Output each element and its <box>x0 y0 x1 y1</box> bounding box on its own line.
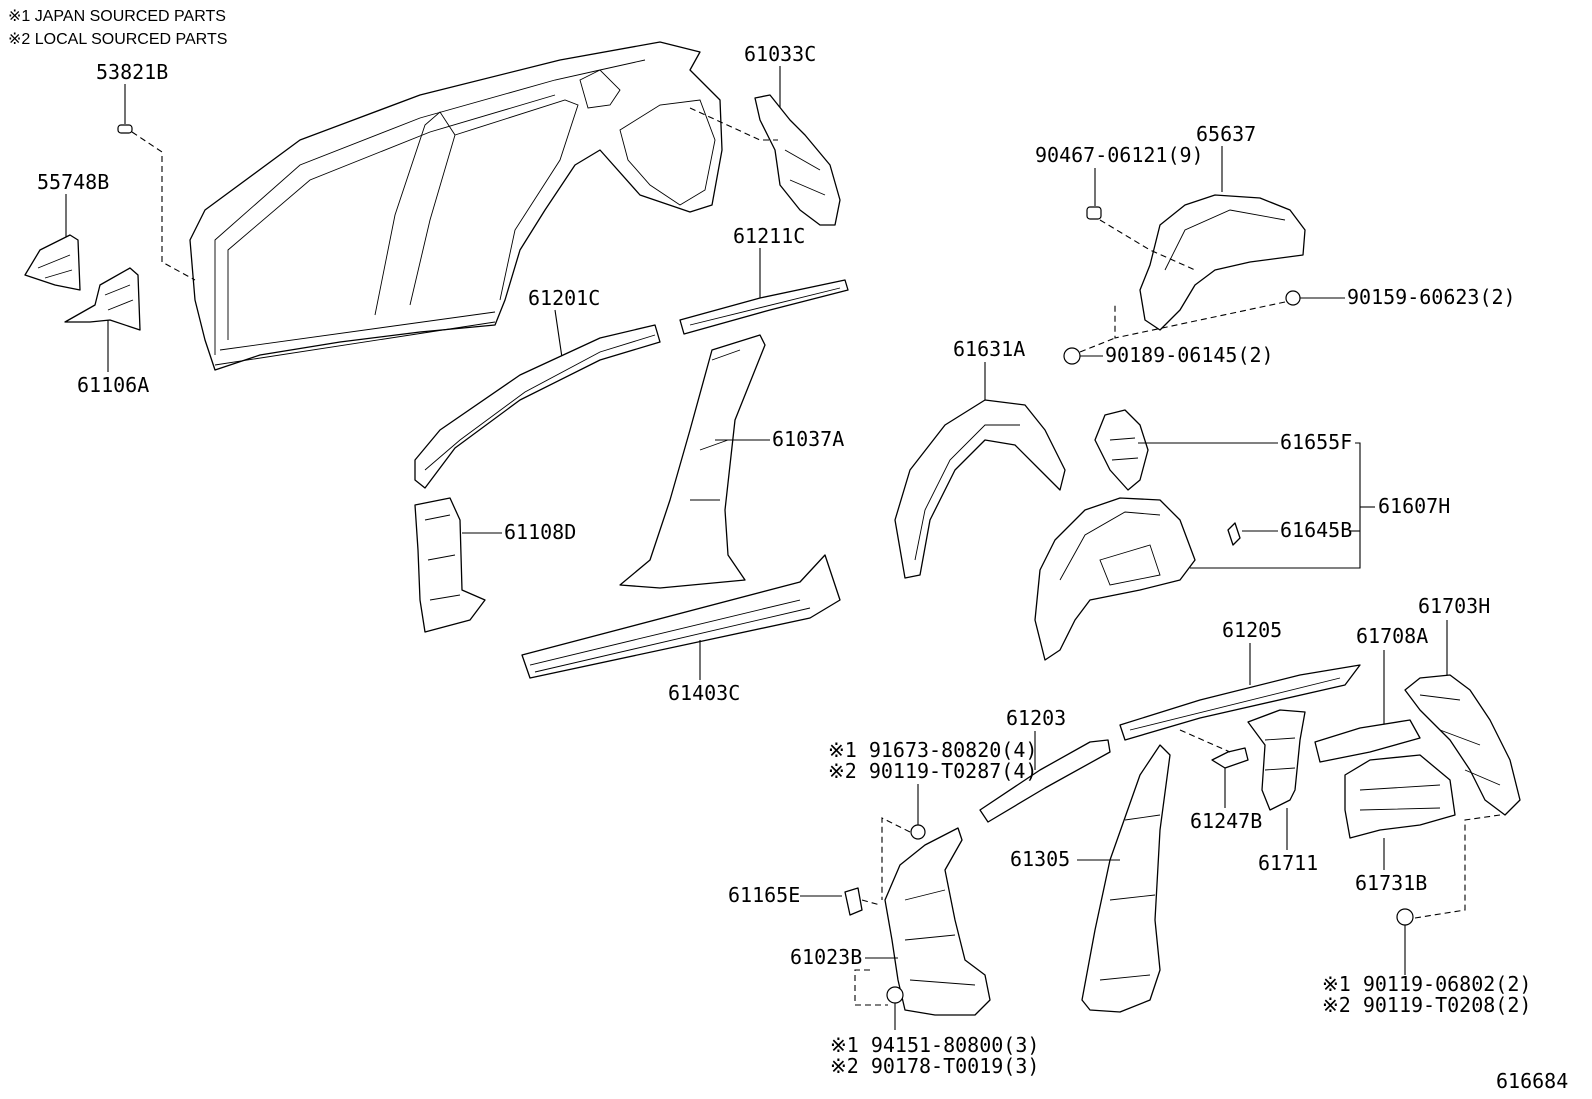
label-61203: 61203 <box>1006 706 1066 730</box>
label-61023B: 61023B <box>790 945 862 969</box>
label-61645B: 61645B <box>1280 518 1352 542</box>
label-61731B: 61731B <box>1355 871 1427 895</box>
part-61205: 61205 <box>1119 618 1361 741</box>
fastener-90467: 90467-06121(9) <box>1035 143 1204 271</box>
part-61703H: 61703H <box>1404 594 1521 816</box>
label-61108D: 61108D <box>504 520 576 544</box>
part-61708A: 61708A <box>1314 624 1428 763</box>
label-61655F: 61655F <box>1280 430 1352 454</box>
label-61403C: 61403C <box>668 681 740 705</box>
label-61711: 61711 <box>1258 851 1318 875</box>
part-61711: 61711 <box>1247 709 1318 875</box>
label-61607H: 61607H <box>1378 494 1450 518</box>
bolt-icon <box>1396 908 1414 926</box>
label-94151-80800: ※1 94151-80800(3) <box>830 1033 1039 1057</box>
label-90119-T0287: ※2 90119-T0287(4) <box>828 759 1037 783</box>
label-90189-06145: 90189-06145(2) <box>1105 343 1274 367</box>
part-61655F: 61655F <box>1094 409 1352 491</box>
part-55748B: 55748B <box>24 170 109 291</box>
label-61708A: 61708A <box>1356 624 1428 648</box>
label-61033C: 61033C <box>744 42 816 66</box>
label-61305: 61305 <box>1010 847 1070 871</box>
label-61211C: 61211C <box>733 224 805 248</box>
fastener-90189: 90189-06145(2) <box>1063 337 1274 367</box>
label-90467-06121: 90467-06121(9) <box>1035 143 1204 167</box>
label-61205: 61205 <box>1222 618 1282 642</box>
part-61247B: 61247B <box>1179 729 1262 833</box>
part-61037A: 61037A <box>619 334 844 589</box>
part-61033C: 61033C <box>689 42 841 226</box>
part-61106A: 61106A <box>64 267 149 397</box>
part-61023B: 61023B <box>790 827 991 1016</box>
clip-icon <box>117 124 133 134</box>
part-61631A: 61631A <box>894 337 1066 579</box>
part-61403C: 61403C <box>521 554 841 705</box>
note-local-sourced: ※2 LOCAL SOURCED PARTS <box>8 31 227 48</box>
label-65637: 65637 <box>1196 122 1256 146</box>
label-61201C: 61201C <box>528 286 600 310</box>
label-90119-T0208: ※2 90119-T0208(2) <box>1322 993 1531 1017</box>
side-outer-panel <box>189 41 723 371</box>
part-65637: 65637 <box>1139 122 1306 331</box>
part-61201C: 61201C <box>414 286 661 489</box>
nut-icon <box>1086 206 1102 220</box>
part-61305: 61305 <box>1010 744 1171 1013</box>
part-61731B: 61731B <box>1344 754 1456 895</box>
fastener-91673: ※1 91673-80820(4) ※2 90119-T0287(4) <box>828 738 1037 900</box>
label-91673-80820: ※1 91673-80820(4) <box>828 738 1037 762</box>
label-90119-06802: ※1 90119-06802(2) <box>1322 972 1531 996</box>
part-61203: 61203 <box>979 706 1111 823</box>
bolt-icon <box>1285 290 1301 306</box>
fastener-90159: 90159-60623(2) <box>1114 285 1516 339</box>
rear-wheelhouse-inner <box>1034 497 1196 661</box>
part-61211C: 61211C <box>679 224 849 335</box>
part-61607H: 61607H <box>1190 442 1450 569</box>
label-61165E: 61165E <box>728 883 800 907</box>
fastener-90119-06802: ※1 90119-06802(2) ※2 90119-T0208(2) <box>1322 814 1531 1017</box>
label-61631A: 61631A <box>953 337 1025 361</box>
label-61703H: 61703H <box>1418 594 1490 618</box>
bolt-icon <box>910 824 926 840</box>
fastener-94151: ※1 94151-80800(3) ※2 90178-T0019(3) <box>830 986 1039 1078</box>
label-61037A: 61037A <box>772 427 844 451</box>
label-61106A: 61106A <box>77 373 149 397</box>
nut-icon <box>886 986 904 1004</box>
part-53821B: 53821B <box>96 60 196 281</box>
part-61108D: 61108D <box>414 497 576 633</box>
label-53821B: 53821B <box>96 60 168 84</box>
grommet-icon <box>1063 347 1081 365</box>
part-61165E: 61165E <box>728 883 881 916</box>
label-90178-T0019: ※2 90178-T0019(3) <box>830 1054 1039 1078</box>
part-61645B: 61645B <box>1227 518 1352 546</box>
figure-number: 616684 <box>1496 1069 1568 1093</box>
label-90159-60623: 90159-60623(2) <box>1347 285 1516 309</box>
label-61247B: 61247B <box>1190 809 1262 833</box>
label-55748B: 55748B <box>37 170 109 194</box>
note-japan-sourced: ※1 JAPAN SOURCED PARTS <box>8 8 226 25</box>
